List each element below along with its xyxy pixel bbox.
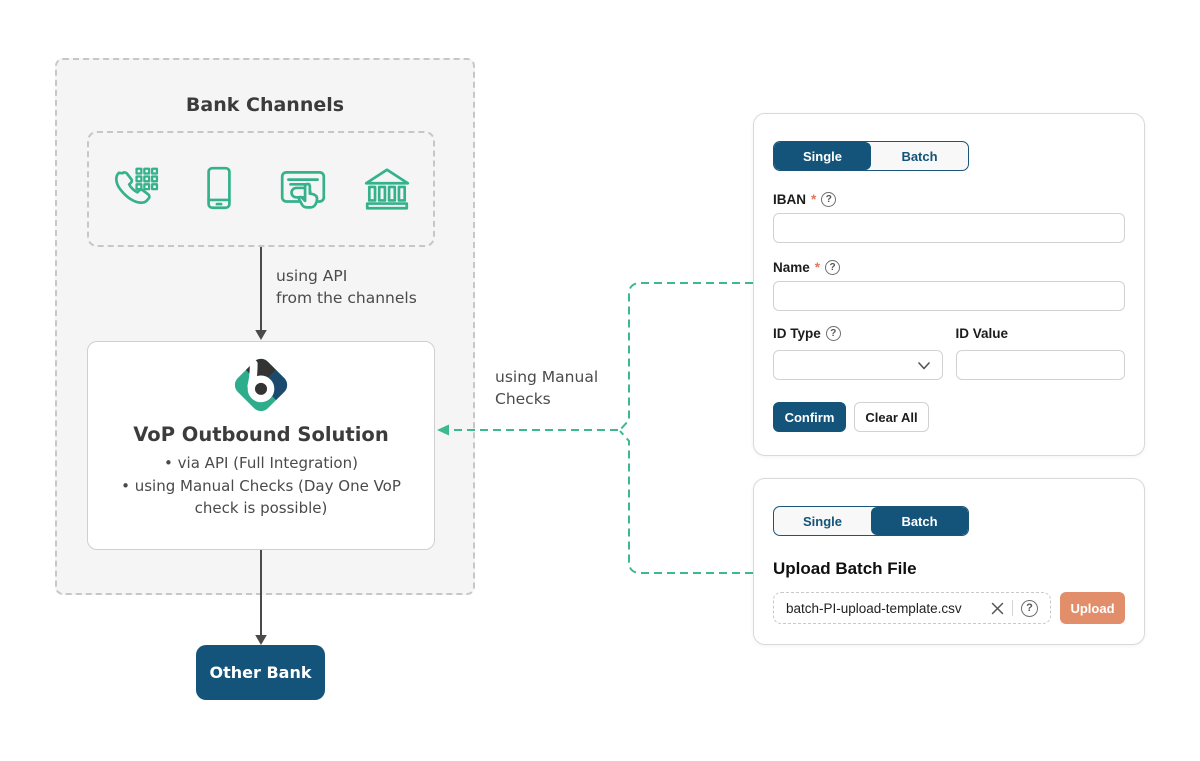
other-bank-node: Other Bank	[196, 645, 325, 700]
batch-upload-panel: Single Batch Upload Batch File batch-PI-…	[753, 478, 1145, 645]
single-batch-tabs: Single Batch	[773, 141, 969, 171]
arrow-down-icon	[255, 635, 267, 645]
chevron-down-icon	[917, 362, 930, 370]
help-icon[interactable]: ?	[821, 192, 837, 207]
vop-bullet-item: using Manual Checks (Day One VoP check i…	[111, 476, 411, 519]
remove-file-icon[interactable]	[991, 602, 1004, 615]
tab-batch[interactable]: Batch	[901, 148, 938, 164]
single-batch-tabs: Single Batch	[773, 506, 969, 536]
batch-file-name: batch-PI-upload-template.csv	[786, 600, 962, 616]
required-marker: *	[811, 192, 817, 207]
channel-icons-box	[87, 131, 435, 247]
help-icon[interactable]: ?	[1021, 599, 1038, 617]
confirm-button[interactable]: Confirm	[773, 402, 846, 432]
help-icon[interactable]: ?	[825, 260, 841, 275]
bank-channels-title: Bank Channels	[185, 94, 345, 116]
name-input[interactable]	[773, 281, 1125, 311]
required-marker: *	[814, 260, 821, 275]
bank-building-icon	[364, 168, 410, 210]
iban-input[interactable]	[773, 213, 1125, 243]
divider	[1012, 600, 1013, 616]
tab-single[interactable]: Single	[774, 142, 871, 170]
vop-title: VoP Outbound Solution	[133, 423, 389, 446]
upload-batch-file-heading: Upload Batch File	[773, 559, 917, 578]
tab-single[interactable]: Single	[802, 513, 842, 529]
iban-label: IBAN * ?	[773, 192, 1125, 207]
id-type-label: ID Type ?	[773, 326, 943, 341]
name-label: Name * ?	[773, 260, 1125, 275]
single-check-panel: Single Batch IBAN * ? Name * ? ID Type ?	[753, 113, 1145, 456]
vop-outbound-solution-box: VoP Outbound Solution via API (Full Inte…	[87, 341, 435, 550]
card-tap-icon	[280, 171, 326, 209]
vop-bullet-item: via API (Full Integration)	[111, 453, 411, 474]
help-icon[interactable]: ?	[825, 326, 841, 341]
phone-keypad-icon	[115, 167, 159, 204]
upload-button[interactable]: Upload	[1060, 592, 1125, 624]
other-bank-label: Other Bank	[209, 663, 312, 682]
id-value-input[interactable]	[955, 350, 1125, 380]
batch-file-field[interactable]: batch-PI-upload-template.csv ?	[773, 592, 1051, 624]
using-manual-checks-label: using Manual Checks	[495, 368, 599, 408]
vop-bullet-list: via API (Full Integration) using Manual …	[88, 453, 434, 519]
vop-logo-icon	[230, 354, 292, 416]
smartphone-icon	[207, 166, 231, 210]
clear-all-button[interactable]: Clear All	[854, 402, 929, 432]
id-value-label: ID Value	[955, 326, 1009, 341]
using-api-label: using API from the channels	[276, 267, 417, 307]
tab-batch[interactable]: Batch	[871, 507, 968, 535]
id-type-select[interactable]	[773, 350, 943, 380]
